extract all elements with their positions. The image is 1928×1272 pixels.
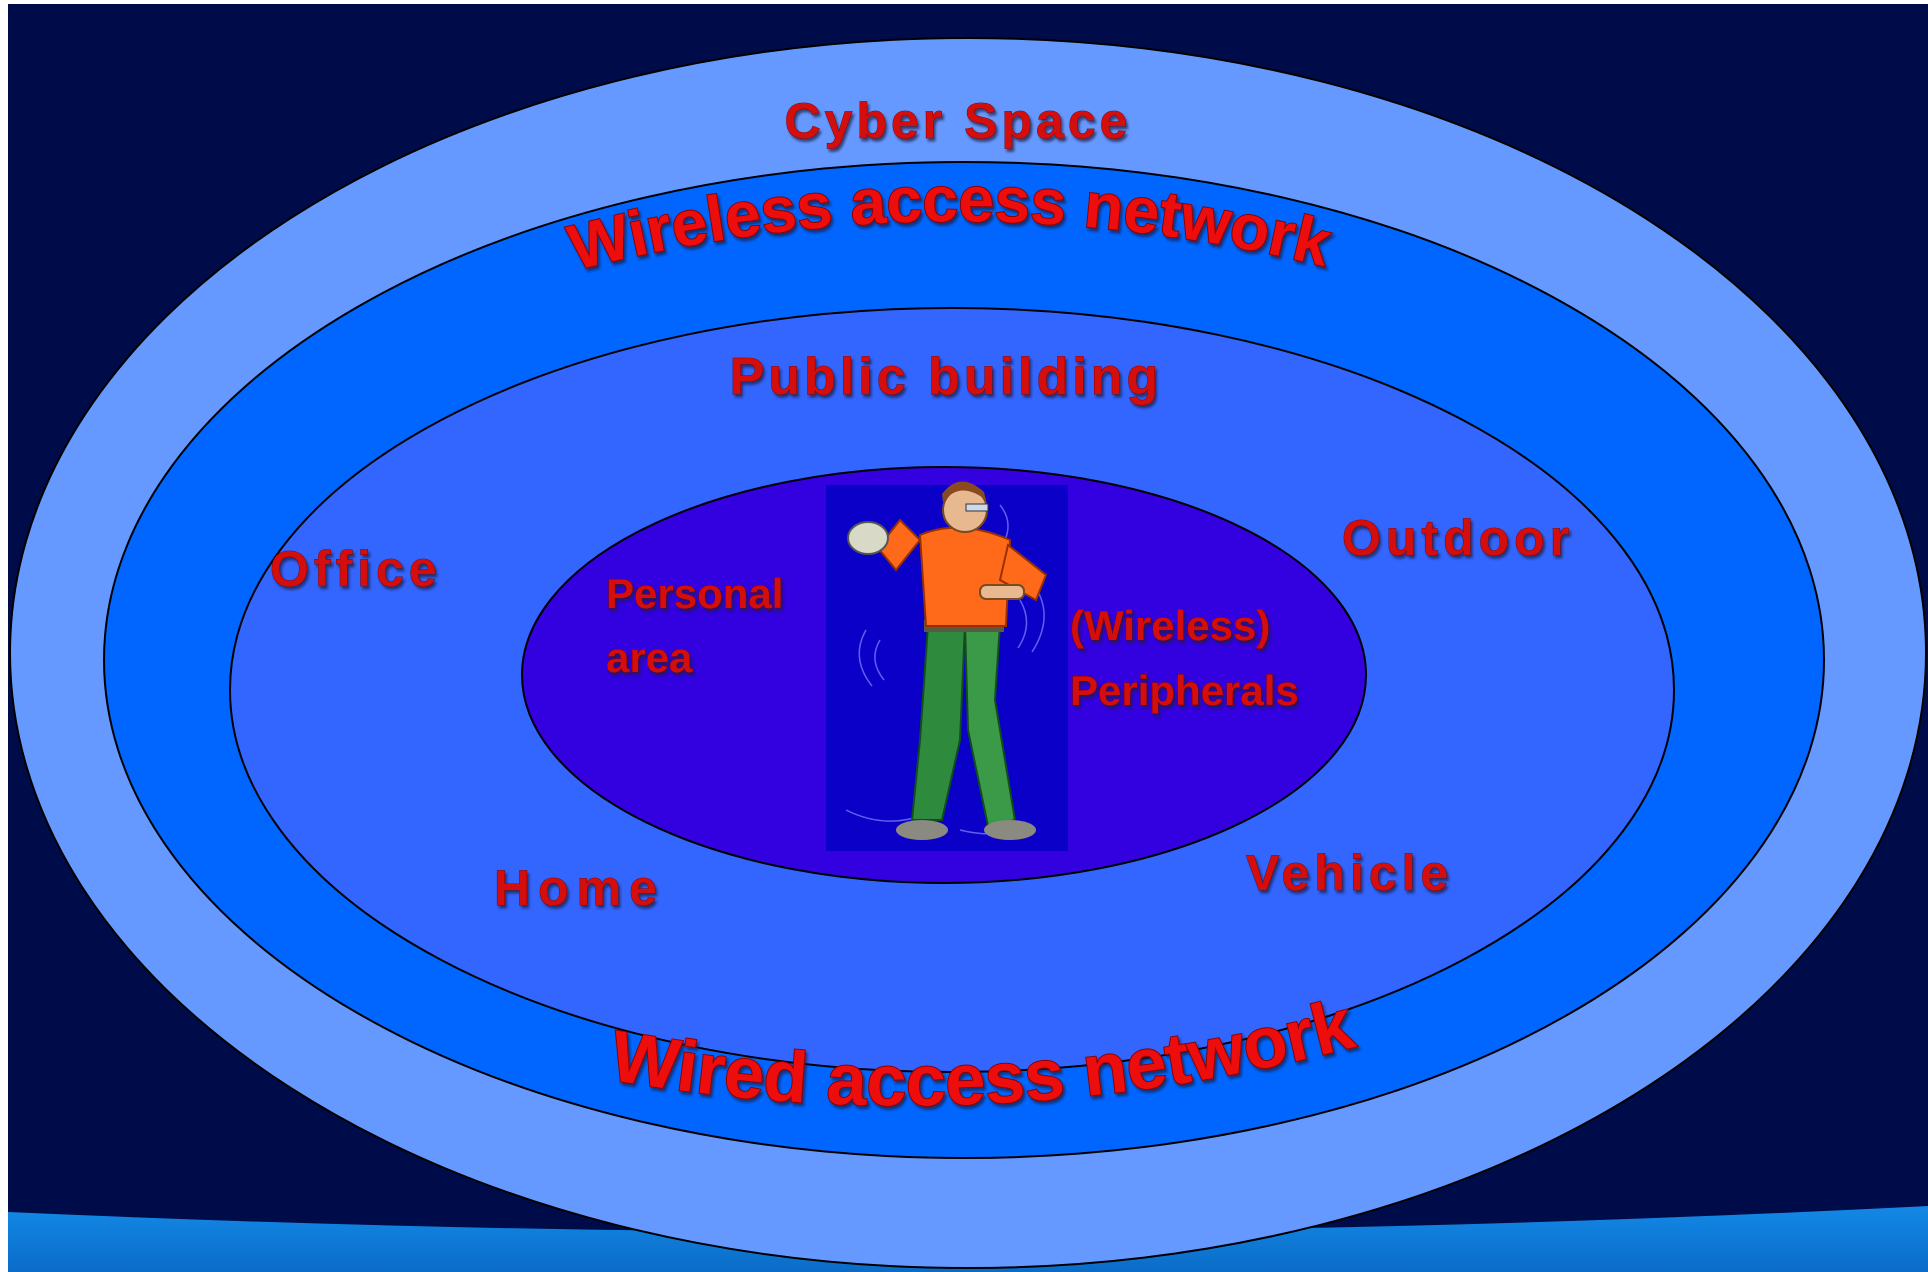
peripherals-label-line1: (Wireless) — [1070, 602, 1270, 649]
personal-area-label-line2: area — [606, 634, 693, 681]
peripherals-label-line2: Peripherals — [1070, 667, 1299, 714]
outdoor-label: Outdoor — [1342, 510, 1574, 566]
public-building-label: Public building — [730, 348, 1163, 406]
person-with-devices-icon — [826, 481, 1068, 851]
personal-area-label-line1: Personal — [606, 570, 783, 617]
office-label: Office — [270, 541, 442, 597]
vehicle-label: Vehicle — [1246, 845, 1453, 901]
home-label: Home — [494, 860, 665, 916]
cyber-space-label: Cyber Space — [785, 93, 1132, 149]
